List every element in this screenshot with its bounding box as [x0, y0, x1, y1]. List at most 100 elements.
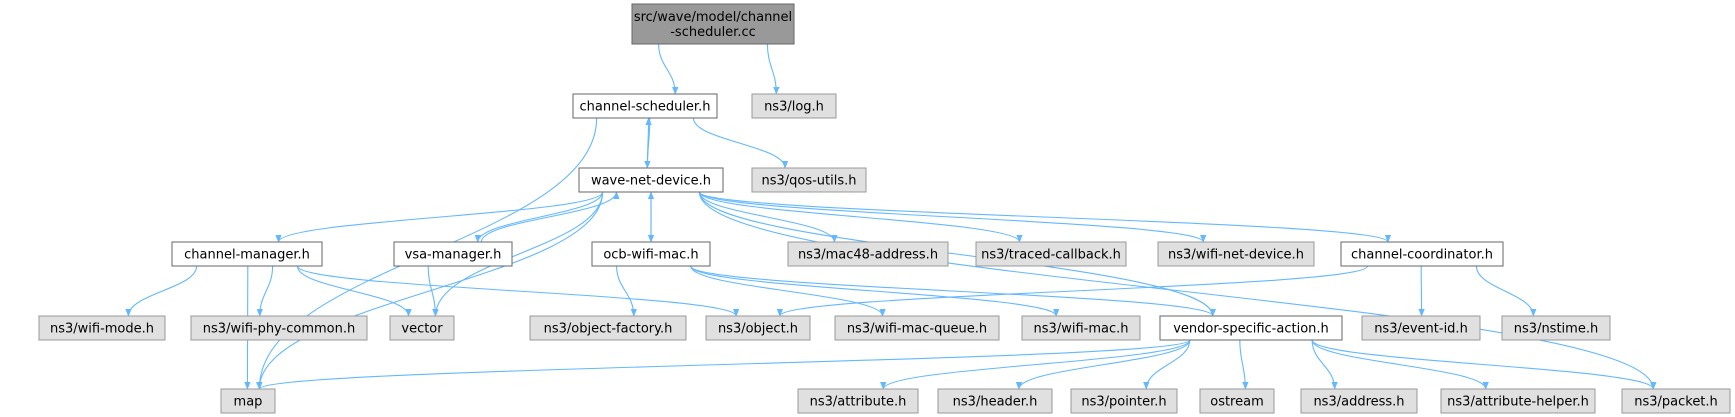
node-label: ns3/header.h — [953, 395, 1038, 410]
edge-channel-manager-to-object — [296, 265, 740, 317]
node-pointer[interactable]: ns3/pointer.h — [1070, 388, 1178, 414]
edge-wave-net-device-to-vendor-specific — [698, 191, 1216, 317]
edge-ocb-wifi-mac-to-wifi-mac — [690, 265, 1060, 317]
node-box — [38, 315, 166, 341]
node-channel-scheduler[interactable]: channel-scheduler.h — [572, 93, 718, 119]
node-label: ns3/wifi-mac-queue.h — [847, 322, 987, 337]
edge-vendor-specific-to-map — [256, 339, 1191, 390]
node-label: ns3/traced-callback.h — [981, 248, 1121, 263]
node-box — [751, 167, 867, 193]
edge-vendor-specific-to-packet — [1311, 339, 1657, 390]
edge-wave-net-device-to-traced-cb — [698, 191, 1023, 243]
edge-vendor-specific-to-pointer — [1143, 339, 1191, 390]
node-nstime[interactable]: ns3/nstime.h — [1501, 315, 1611, 341]
node-label: wave-net-device.h — [591, 174, 711, 189]
node-log[interactable]: ns3/log.h — [751, 93, 837, 119]
node-box — [751, 93, 837, 119]
node-label: ns3/packet.h — [1634, 395, 1718, 410]
node-root[interactable]: src/wave/model/channel-scheduler.cc — [631, 3, 795, 45]
edge-vendor-specific-to-attribute-helper — [1311, 339, 1489, 390]
node-attribute-helper[interactable]: ns3/attribute-helper.h — [1440, 388, 1596, 414]
node-label: ns3/wifi-mode.h — [50, 322, 154, 337]
node-box — [190, 315, 368, 341]
edge-channel-coord-to-object — [776, 265, 1369, 317]
node-label: ns3/mac48-address.h — [798, 248, 938, 263]
node-packet[interactable]: ns3/packet.h — [1621, 388, 1731, 414]
node-box — [1199, 388, 1275, 414]
node-header[interactable]: ns3/header.h — [937, 388, 1053, 414]
edge-vsa-manager-to-vector — [427, 265, 439, 317]
node-label: ns3/qos-utils.h — [761, 174, 856, 189]
node-box — [1361, 315, 1481, 341]
node-box — [1501, 315, 1611, 341]
node-qos-utils[interactable]: ns3/qos-utils.h — [751, 167, 867, 193]
node-box — [1300, 388, 1418, 414]
node-wifi-net-device[interactable]: ns3/wifi-net-device.h — [1157, 241, 1315, 267]
node-box — [797, 388, 919, 414]
edge-ocb-wifi-mac-to-wifi-mac-queue — [690, 265, 886, 317]
node-label: ns3/wifi-phy-common.h — [203, 322, 355, 337]
node-box — [1159, 315, 1343, 341]
edge-vendor-specific-to-attribute — [880, 339, 1191, 390]
node-object[interactable]: ns3/object.h — [705, 315, 811, 341]
edge-wave-net-device-to-channel-manager — [275, 191, 604, 243]
node-box — [631, 3, 795, 45]
node-label: ns3/wifi-net-device.h — [1168, 248, 1304, 263]
node-label: channel-scheduler.h — [580, 100, 711, 115]
edge-wave-net-device-to-vector — [432, 191, 604, 317]
node-map[interactable]: map — [220, 388, 276, 414]
node-box — [705, 315, 811, 341]
node-label: ns3/log.h — [764, 100, 824, 115]
node-ocb-wifi-mac[interactable]: ocb-wifi-mac.h — [591, 241, 711, 267]
node-wifi-phy-common[interactable]: ns3/wifi-phy-common.h — [190, 315, 368, 341]
node-channel-manager[interactable]: channel-manager.h — [171, 241, 323, 267]
node-label: ns3/object.h — [718, 322, 798, 337]
edge-wave-net-device-to-channel-scheduler — [645, 117, 652, 169]
node-box — [1157, 241, 1315, 267]
node-ostream[interactable]: ostream — [1199, 388, 1275, 414]
node-event-id[interactable]: ns3/event-id.h — [1361, 315, 1481, 341]
edge-wave-net-device-to-vsa-manager — [474, 191, 604, 243]
node-attribute[interactable]: ns3/attribute.h — [797, 388, 919, 414]
node-wave-net-device[interactable]: wave-net-device.h — [578, 167, 724, 193]
node-label: ns3/wifi-mac.h — [1034, 322, 1129, 337]
edge-ocb-wifi-mac-to-object-factory — [616, 265, 637, 317]
node-wifi-mac[interactable]: ns3/wifi-mac.h — [1021, 315, 1141, 341]
edges-layer — [125, 43, 1657, 390]
edge-channel-coord-to-nstime — [1475, 265, 1537, 317]
node-label: vsa-manager.h — [405, 248, 502, 263]
node-vendor-specific[interactable]: vendor-specific-action.h — [1159, 315, 1343, 341]
node-wifi-mode[interactable]: ns3/wifi-mode.h — [38, 315, 166, 341]
node-box — [578, 167, 724, 193]
node-wifi-mac-queue[interactable]: ns3/wifi-mac-queue.h — [834, 315, 1000, 341]
node-box — [1340, 241, 1504, 267]
node-box — [975, 241, 1127, 267]
node-mac48[interactable]: ns3/mac48-address.h — [787, 241, 949, 267]
node-vector[interactable]: vector — [389, 315, 455, 341]
edge-vendor-specific-to-header — [1015, 339, 1191, 390]
node-box — [1440, 388, 1596, 414]
edge-vendor-specific-to-address — [1311, 339, 1338, 390]
edge-wave-net-device-to-map — [256, 191, 604, 390]
edge-root-to-channel-scheduler — [658, 43, 679, 95]
node-traced-cb[interactable]: ns3/traced-callback.h — [975, 241, 1127, 267]
node-channel-coord[interactable]: channel-coordinator.h — [1340, 241, 1504, 267]
node-address[interactable]: ns3/address.h — [1300, 388, 1418, 414]
node-label: ns3/pointer.h — [1081, 395, 1166, 410]
node-object-factory[interactable]: ns3/object-factory.h — [529, 315, 687, 341]
node-label: -scheduler.cc — [670, 25, 756, 40]
node-box — [1070, 388, 1178, 414]
node-label: ocb-wifi-mac.h — [603, 248, 698, 263]
node-label: map — [234, 395, 263, 410]
node-box — [591, 241, 711, 267]
node-box — [1021, 315, 1141, 341]
node-label: src/wave/model/channel — [634, 10, 792, 25]
node-label: ns3/object-factory.h — [544, 322, 673, 337]
node-box — [937, 388, 1053, 414]
edge-vsa-manager-to-wave-net-device — [480, 191, 620, 243]
node-label: ns3/address.h — [1313, 395, 1404, 410]
node-vsa-manager[interactable]: vsa-manager.h — [393, 241, 513, 267]
node-label: ns3/attribute.h — [810, 395, 907, 410]
node-label: channel-coordinator.h — [1351, 248, 1493, 263]
node-box — [834, 315, 1000, 341]
